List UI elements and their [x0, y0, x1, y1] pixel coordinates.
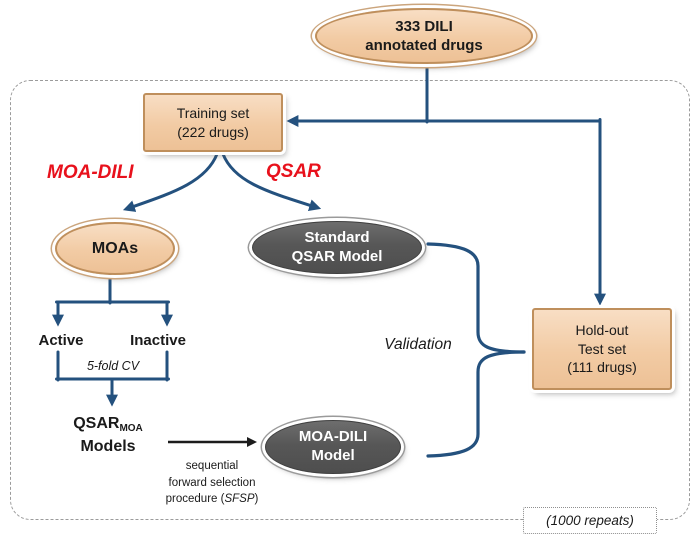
qsar-moa-line1: QSARMOA	[46, 413, 170, 436]
sfsp-line3-prefix: procedure (	[165, 493, 225, 506]
source-oval: 333 DILI annotated drugs	[315, 8, 533, 64]
holdout-line2: Test set	[577, 340, 627, 357]
repeats-note-text: (1000 repeats)	[546, 513, 634, 528]
moa-dili-model-line1: MOA-DILI	[298, 428, 368, 446]
standard-qsar-line1: Standard	[304, 228, 370, 246]
moa-dili-model-oval: MOA-DILI Model	[265, 420, 401, 474]
holdout-line3: (111 drugs)	[567, 359, 637, 376]
qsar-moa-base: QSAR	[73, 415, 120, 432]
holdout-test-set-box: Hold-out Test set (111 drugs)	[532, 308, 672, 390]
inactive-label: Inactive	[130, 332, 186, 349]
training-set-box: Training set (222 drugs)	[143, 93, 283, 152]
sfsp-line2: forward selection	[168, 476, 256, 489]
qsar-moa-line2: Models	[80, 438, 136, 455]
repeats-note-box: (1000 repeats)	[523, 507, 657, 534]
validation-label: Validation	[384, 336, 452, 353]
sfsp-line1: sequential	[185, 460, 239, 472]
training-set-line2: (222 drugs)	[177, 123, 249, 140]
diagram-dashed-frame	[10, 80, 690, 520]
sfsp-caption: sequential forward selection procedure (…	[150, 458, 274, 508]
qsar-moa-subscript: MOA	[119, 423, 143, 434]
sfsp-acronym: SFSP	[224, 493, 255, 506]
source-oval-line1: 333 DILI	[395, 17, 453, 35]
sfsp-line3: procedure (SFSP)	[150, 491, 274, 508]
holdout-line1: Hold-out	[575, 322, 629, 339]
source-oval-line2: annotated drugs	[365, 37, 483, 54]
standard-qsar-model-oval: Standard QSAR Model	[252, 221, 422, 274]
moas-oval: MOAs	[55, 222, 175, 275]
branch-label-moa-dili: MOA-DILI	[47, 162, 134, 183]
standard-qsar-line2: QSAR Model	[291, 247, 383, 265]
moas-label: MOAs	[91, 239, 139, 257]
sfsp-line3-suffix: )	[254, 493, 259, 506]
qsar-moa-models-label: QSARMOA Models	[46, 413, 170, 458]
branch-label-qsar: QSAR	[266, 161, 321, 182]
moa-dili-model-line2: Model	[311, 447, 355, 464]
training-set-line1: Training set	[176, 105, 250, 122]
active-label: Active	[38, 332, 84, 349]
five-fold-cv-label: 5-fold CV	[86, 359, 140, 373]
